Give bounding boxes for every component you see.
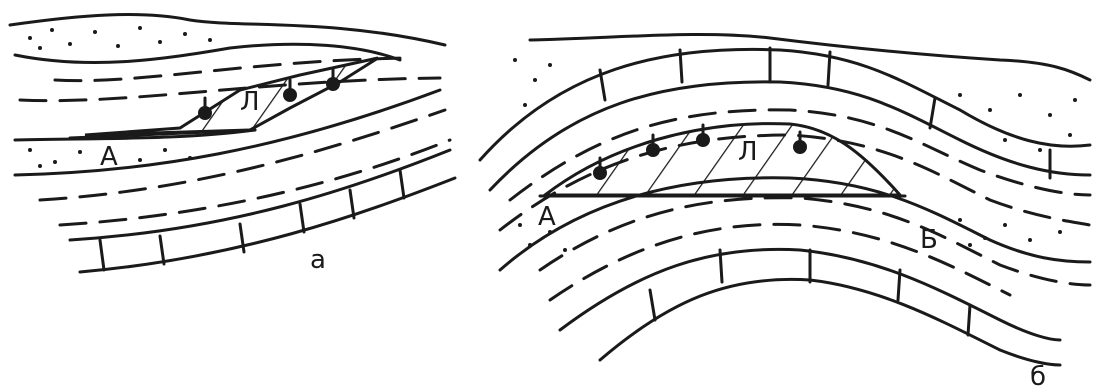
- water-label-a: А: [100, 142, 118, 172]
- panel-b: Л А Б б: [480, 35, 1090, 392]
- caption-b: б: [1030, 362, 1046, 392]
- caption-a: а: [310, 245, 326, 275]
- water-label-b-left: А: [538, 202, 556, 232]
- oil-label-b: Л: [738, 137, 758, 167]
- oil-label-a: Л: [240, 87, 260, 117]
- oil-drop-icon: [198, 98, 212, 120]
- sand-dots-top-a: [28, 26, 212, 50]
- limestone-ticks-b-low: [650, 250, 970, 335]
- panel-a: Л А а: [10, 15, 455, 275]
